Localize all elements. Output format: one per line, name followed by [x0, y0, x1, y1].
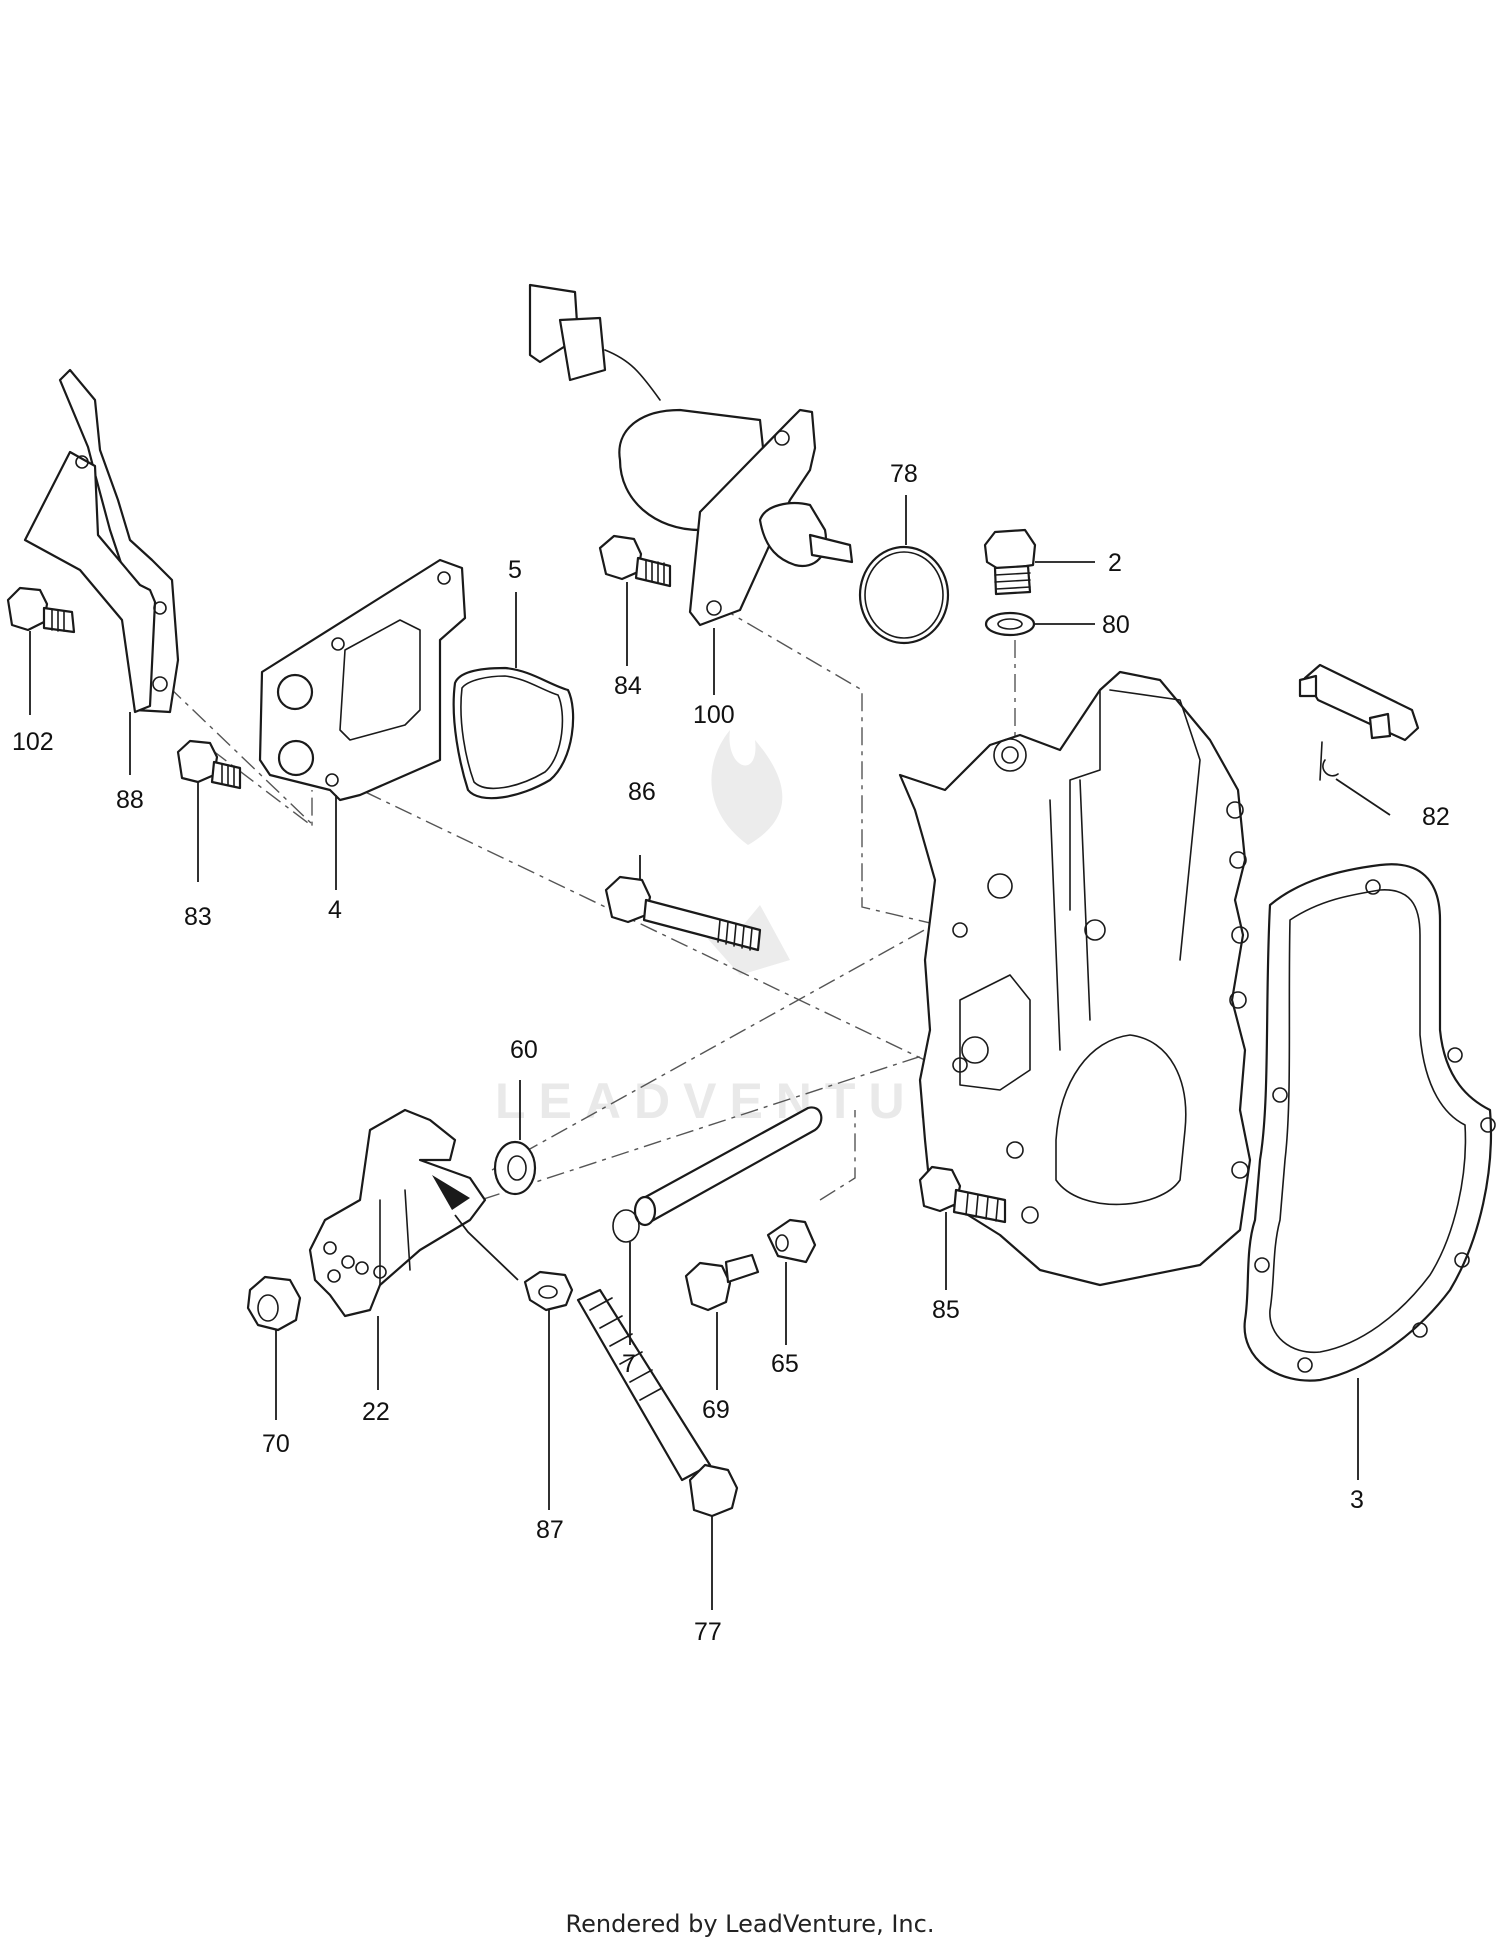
- callout-2: 2: [1108, 549, 1122, 577]
- part-82-pin: [1298, 663, 1420, 781]
- part-2-plug: [983, 528, 1037, 596]
- rendered-by-footer: Rendered by LeadVenture, Inc.: [565, 1910, 935, 1938]
- part-86-long-bolt: [604, 875, 762, 952]
- callout-83: 83: [184, 903, 212, 931]
- part-22-lever: [308, 1108, 487, 1318]
- callout-4: 4: [328, 896, 342, 924]
- callout-100: 100: [693, 701, 735, 729]
- part-65-clip: [766, 1218, 817, 1264]
- callout-86: 86: [628, 778, 656, 806]
- part-85-bolt: [918, 1165, 1007, 1224]
- part-87-hex-nut: [523, 1270, 574, 1312]
- callout-87: 87: [536, 1516, 564, 1544]
- part-102-bolt: [6, 586, 76, 634]
- part-7-shaft: [612, 1106, 823, 1243]
- part-88-bracket: [23, 368, 180, 714]
- callout-77: 77: [694, 1618, 722, 1646]
- callout-labels: 2 80 82 3 4 5 7 22 60 65 69 70 77 78 83 …: [12, 460, 1450, 1646]
- leadventure-watermark: LEADVENTURE: [495, 730, 1013, 1129]
- part-78-o-ring: [858, 545, 950, 645]
- callout-80: 80: [1102, 611, 1130, 639]
- part-83-bolt: [176, 739, 242, 790]
- governor-housing: [898, 670, 1252, 1287]
- callout-7: 7: [622, 1350, 636, 1378]
- part-3-gasket: [1243, 863, 1496, 1382]
- callout-85: 85: [932, 1296, 960, 1324]
- part-77-bolt: [576, 1288, 739, 1518]
- part-4-cover-plate: [258, 558, 467, 802]
- part-84-bolt: [598, 534, 672, 588]
- part-100-solenoid: [528, 283, 854, 627]
- callout-70: 70: [262, 1430, 290, 1458]
- callout-102: 102: [12, 728, 54, 756]
- adjustment-arrow: [432, 1175, 519, 1281]
- part-69-bolt: [684, 1253, 760, 1312]
- callout-82: 82: [1422, 803, 1450, 831]
- callout-88: 88: [116, 786, 144, 814]
- callout-leaders: [29, 495, 1391, 1610]
- callout-3: 3: [1350, 1486, 1364, 1514]
- part-80-washer: [984, 611, 1036, 637]
- callout-60: 60: [510, 1036, 538, 1064]
- callout-78: 78: [890, 460, 918, 488]
- callout-84: 84: [614, 672, 642, 700]
- part-5-gasket: [452, 666, 575, 800]
- callout-65: 65: [771, 1350, 799, 1378]
- callout-5: 5: [508, 556, 522, 584]
- callout-22: 22: [362, 1398, 390, 1426]
- callout-69: 69: [702, 1396, 730, 1424]
- watermark-text: LEADVENTURE: [495, 1073, 1013, 1129]
- part-70-nut: [246, 1275, 302, 1332]
- part-60-washer: [493, 1140, 537, 1196]
